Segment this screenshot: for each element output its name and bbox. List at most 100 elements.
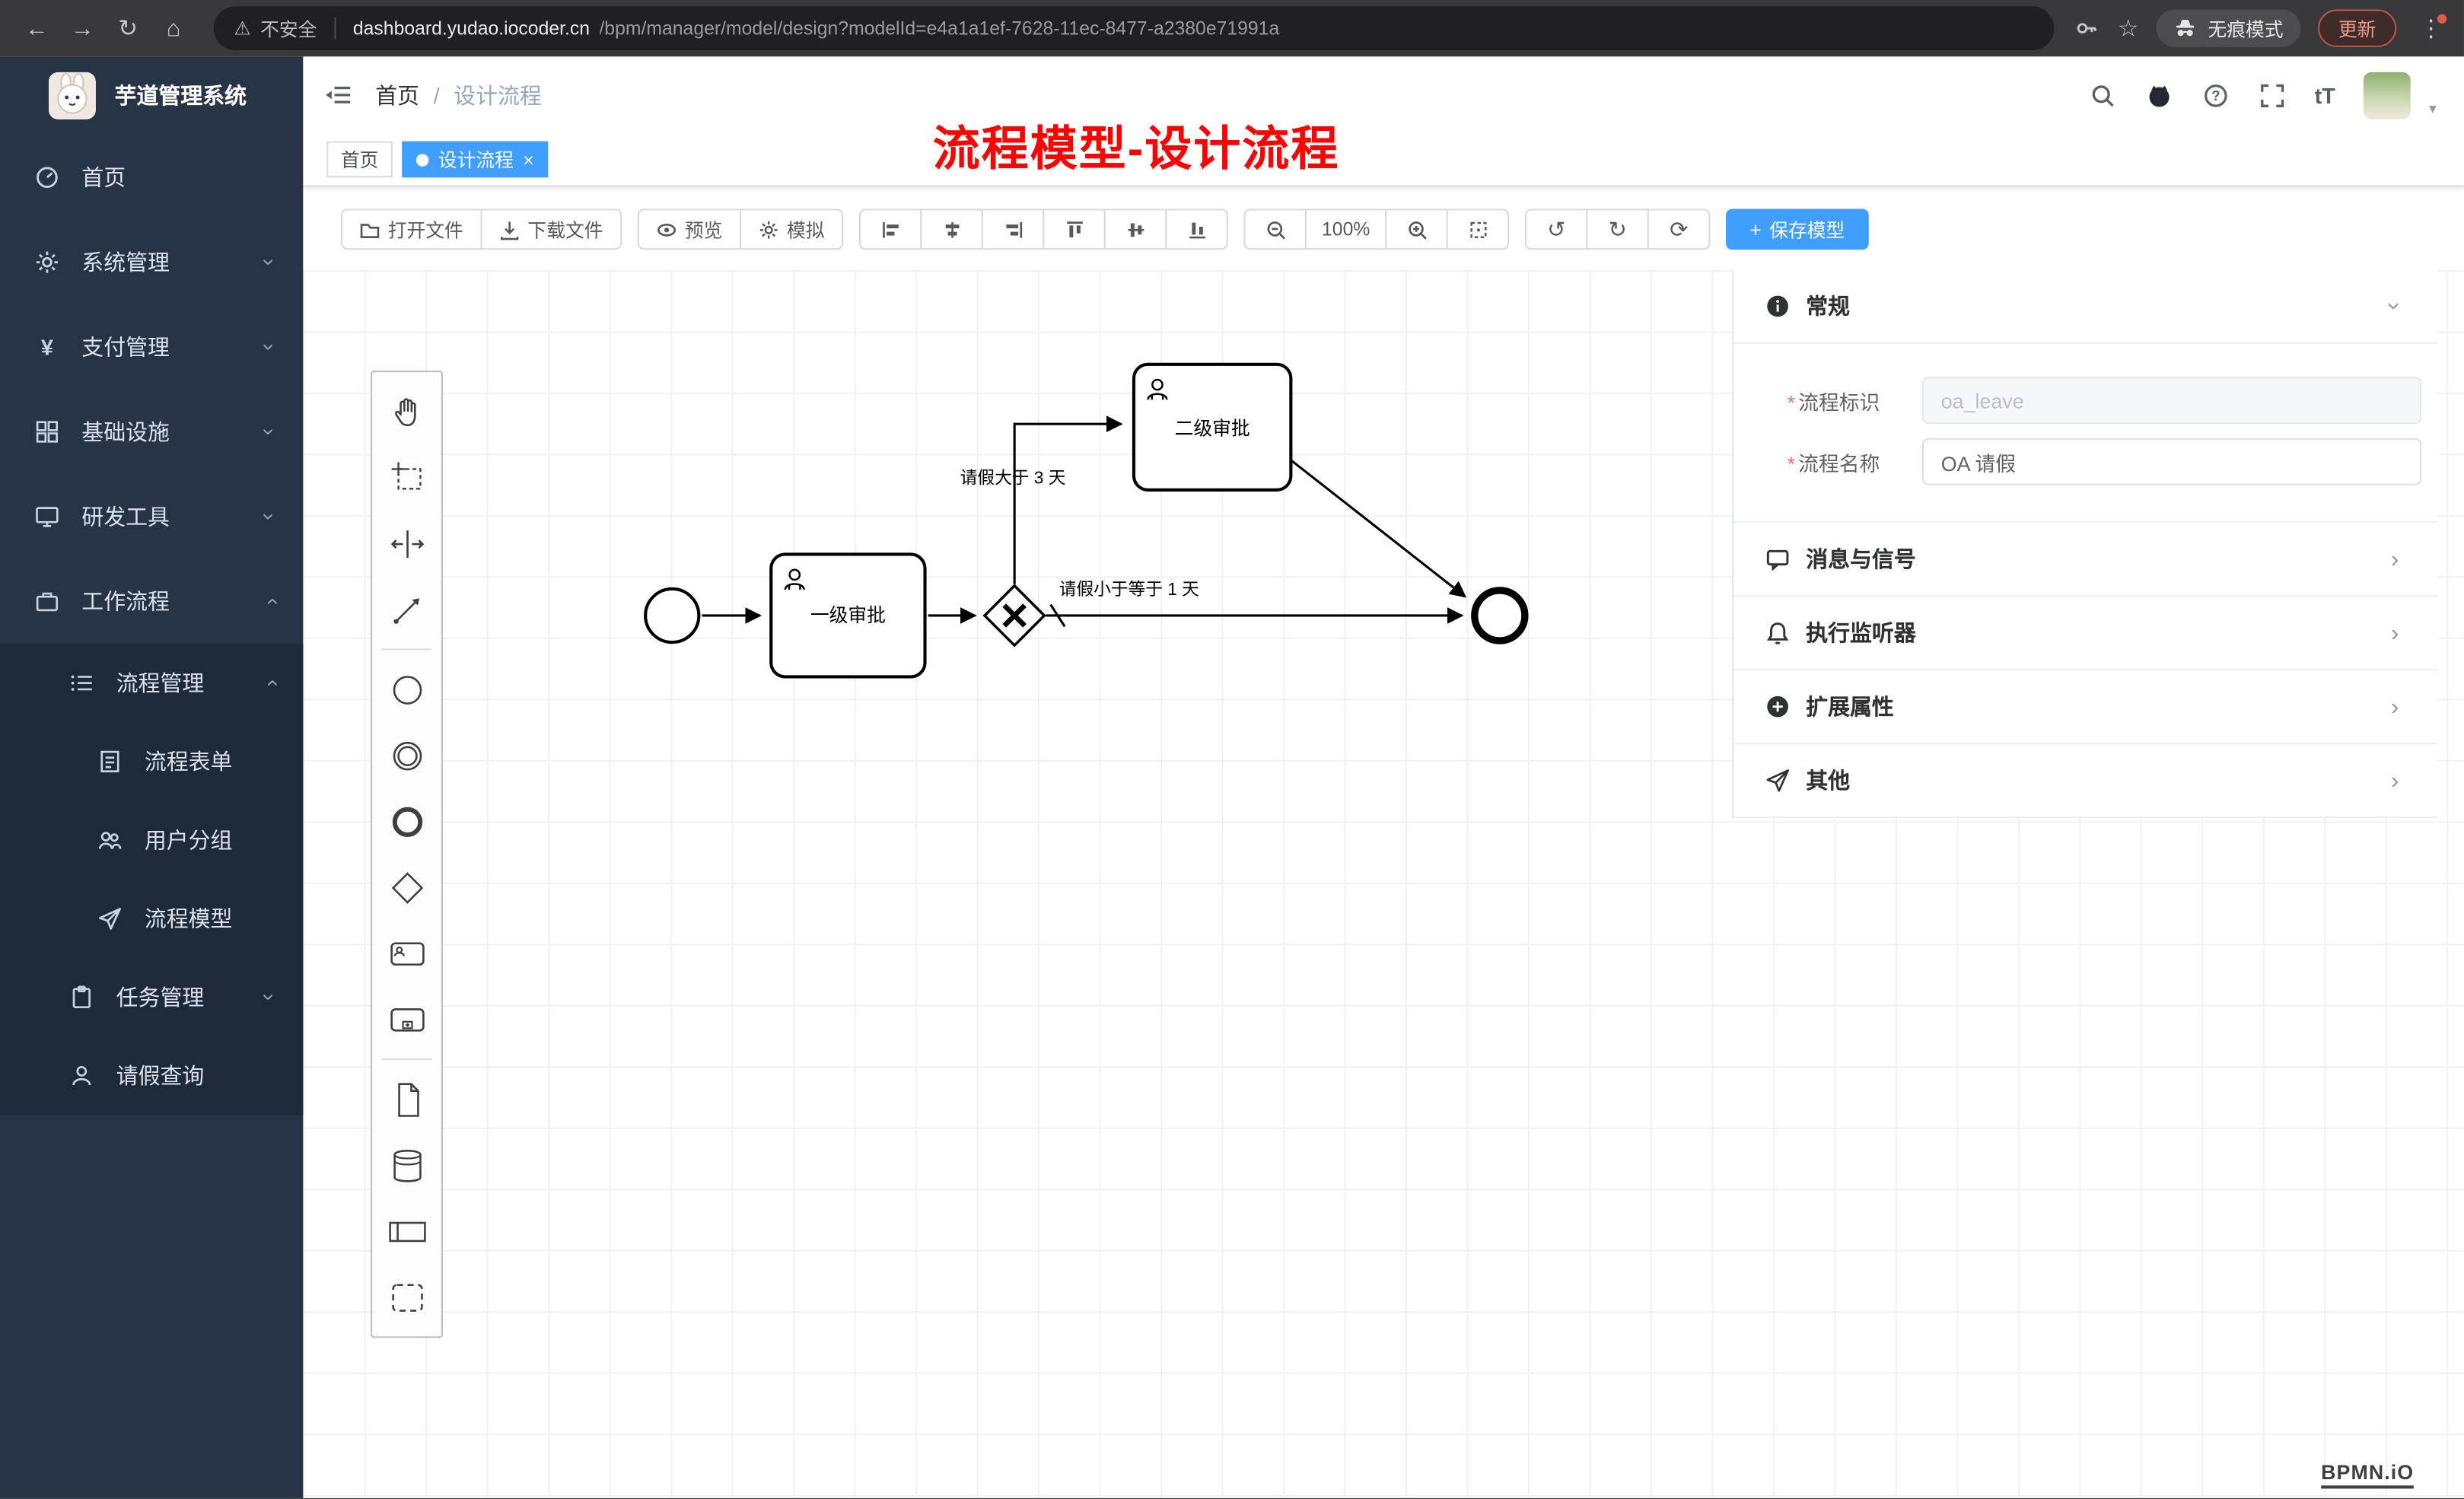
bookmark-star-icon[interactable]: ☆ (2117, 15, 2139, 43)
section-message-signal[interactable]: 消息与信号 › (1733, 523, 2437, 597)
zoom-level[interactable]: 100% (1305, 208, 1387, 250)
sidebar-item-task-mgmt[interactable]: 任务管理 › (0, 957, 304, 1037)
sidebar-item-workflow[interactable]: 工作流程 › (0, 559, 303, 644)
palette-lasso-tool[interactable] (372, 444, 441, 511)
palette-subprocess[interactable] (372, 986, 441, 1052)
section-other[interactable]: 其他 › (1733, 744, 2437, 819)
redo-button[interactable]: ↻ (1586, 208, 1650, 250)
align-right-button[interactable] (981, 208, 1045, 250)
fullscreen-icon[interactable] (2258, 82, 2286, 107)
browser-reload-button[interactable]: ↻ (118, 15, 138, 43)
sidebar-item-process-form[interactable]: 流程表单 (0, 722, 304, 801)
process-key-input[interactable] (1921, 377, 2422, 425)
chevron-down-icon: › (257, 258, 283, 266)
field-label: *流程标识 (1787, 390, 1880, 414)
sidebar-item-devtools[interactable]: 研发工具 › (0, 474, 303, 559)
plus-circle-icon (1767, 695, 1788, 718)
section-title: 其他 (1806, 768, 1851, 794)
close-icon[interactable]: × (523, 148, 534, 170)
zoom-in-button[interactable] (1385, 208, 1448, 250)
browser-chrome: ← → ↻ ⌂ ⚠ 不安全 dashboard.yudao.iocoder.cn… (0, 0, 2464, 57)
palette-group[interactable] (372, 1264, 441, 1330)
tab-design-process[interactable]: 设计流程 × (402, 141, 549, 178)
sidebar-item-label: 工作流程 (81, 588, 170, 614)
exclusive-gateway[interactable] (982, 584, 1046, 648)
sidebar-item-process-mgmt[interactable]: 流程管理 › (0, 644, 304, 723)
security-label: 不安全 (260, 18, 317, 40)
palette-data-store[interactable] (372, 1132, 441, 1198)
palette-hand-tool[interactable] (372, 378, 441, 444)
align-middle-button[interactable] (1103, 208, 1167, 250)
help-icon[interactable]: ? (2201, 82, 2230, 107)
process-name-input[interactable] (1921, 438, 2422, 485)
palette-participant[interactable] (372, 1198, 441, 1265)
palette-space-tool[interactable] (372, 511, 441, 577)
user-avatar[interactable] (2364, 71, 2411, 119)
simulate-button[interactable]: 模拟 (740, 208, 844, 250)
security-warning-icon: ⚠ (234, 17, 251, 40)
palette-global-connect-tool[interactable] (372, 576, 441, 642)
sidebar-item-label: 流程表单 (144, 749, 233, 775)
preview-button[interactable]: 预览 (637, 208, 742, 250)
tab-home[interactable]: 首页 (326, 141, 393, 178)
sidebar-item-process-model[interactable]: 流程模型 (0, 879, 304, 958)
undo-button[interactable]: ↺ (1524, 208, 1588, 250)
address-bar[interactable]: ⚠ 不安全 dashboard.yudao.iocoder.cn /bpm/ma… (213, 6, 2054, 51)
yen-icon: ¥ (40, 334, 53, 360)
browser-back-button[interactable]: ← (25, 14, 49, 42)
user-task-level1[interactable] (769, 552, 927, 679)
download-file-button[interactable]: 下载文件 (480, 208, 622, 250)
breadcrumb-home[interactable]: 首页 (375, 82, 420, 108)
key-icon[interactable] (2072, 16, 2100, 41)
palette-intermediate-event[interactable] (372, 722, 441, 788)
align-left-button[interactable] (858, 208, 922, 250)
github-icon[interactable] (2145, 82, 2173, 107)
open-file-button[interactable]: 打开文件 (340, 208, 482, 250)
palette-exclusive-gateway[interactable] (372, 855, 441, 921)
search-icon[interactable] (2088, 82, 2116, 107)
fit-viewport-button[interactable] (1446, 208, 1510, 250)
palette-user-task[interactable] (372, 920, 441, 986)
tab-label: 首页 (340, 149, 379, 171)
avatar-caret-icon[interactable]: ▼ (2426, 101, 2439, 116)
refresh-button[interactable]: ⟳ (1647, 208, 1711, 250)
bpmn-io-logo[interactable]: BPMN.iO (2321, 1460, 2415, 1489)
sidebar-item-infra[interactable]: 基础设施 › (0, 390, 303, 474)
redo-icon: ↻ (1608, 216, 1627, 242)
sidebar-item-user-group[interactable]: 用户分组 (0, 800, 304, 880)
browser-menu-button[interactable]: ⋮ (2414, 14, 2448, 43)
browser-forward-button[interactable]: → (70, 14, 94, 42)
user-task-level2[interactable] (1132, 362, 1293, 492)
send-icon (97, 906, 123, 931)
palette-data-object[interactable] (372, 1066, 441, 1132)
sidebar-item-label: 基础设施 (81, 419, 170, 445)
tab-label: 设计流程 (438, 149, 514, 171)
sidebar-item-payment[interactable]: ¥ 支付管理 › (0, 304, 303, 389)
palette-end-event[interactable] (372, 788, 441, 855)
save-model-button[interactable]: + 保存模型 (1726, 208, 1869, 250)
app-logo[interactable]: 芋道管理系统 (0, 56, 303, 135)
section-general[interactable]: 常规 › (1733, 270, 2437, 344)
zoom-out-button[interactable] (1243, 208, 1307, 250)
sidebar-item-home[interactable]: 首页 (0, 135, 303, 219)
sidebar-item-leave-query[interactable]: 请假查询 (0, 1036, 304, 1115)
section-extension-attrs[interactable]: 扩展属性 › (1733, 670, 2437, 745)
sidebar-item-system[interactable]: 系统管理 › (0, 220, 303, 304)
align-bottom-button[interactable] (1165, 208, 1228, 250)
tags-view: 首页 设计流程 × (303, 133, 2464, 187)
chevron-down-icon: › (257, 993, 283, 1001)
sidebar-item-label: 支付管理 (81, 334, 170, 360)
align-center-button[interactable] (920, 208, 984, 250)
chevron-up-icon: › (257, 597, 283, 606)
browser-home-button[interactable]: ⌂ (166, 14, 181, 42)
form-row-process-key: *流程标识 (1787, 377, 2422, 425)
paper-plane-icon (1766, 769, 1790, 792)
sidebar-collapse-icon[interactable] (325, 81, 352, 108)
message-icon (1766, 549, 1789, 571)
browser-actions: ☆ 无痕模式 更新 ⋮ (2072, 7, 2448, 49)
section-execution-listener[interactable]: 执行监听器 › (1733, 597, 2437, 671)
font-size-icon[interactable]: tT (2314, 82, 2335, 108)
align-top-button[interactable] (1043, 208, 1106, 250)
update-button[interactable]: 更新 (2317, 9, 2397, 47)
palette-start-event[interactable] (372, 657, 441, 723)
